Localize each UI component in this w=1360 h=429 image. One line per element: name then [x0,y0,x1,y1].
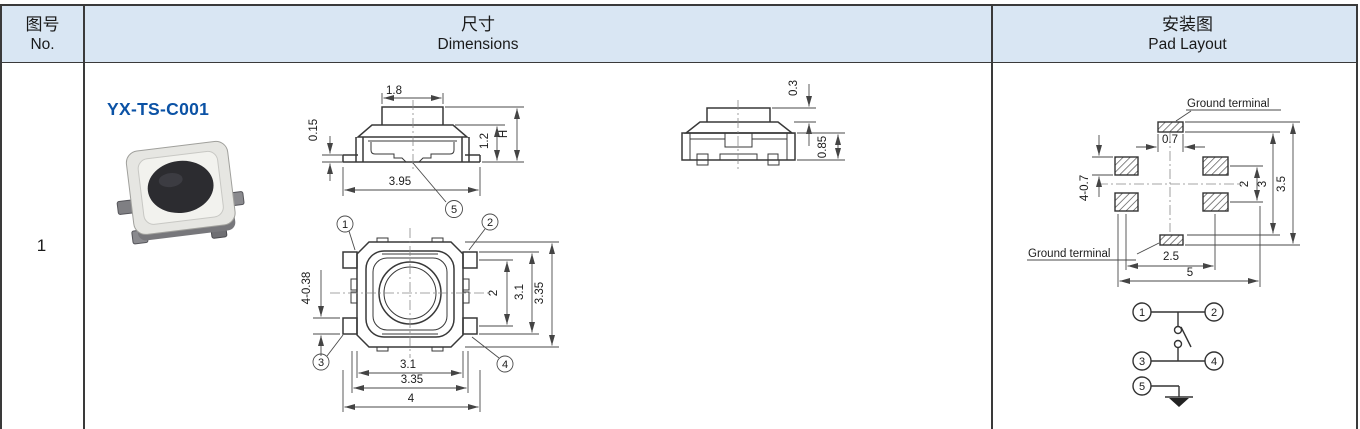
header-pad-layout-en: Pad Layout [1148,36,1227,53]
ground-terminal-top-label: Ground terminal [1187,98,1269,110]
header-pad-layout-zh: 安装图 [1162,15,1213,34]
header-no-en: No. [30,36,55,53]
pad-1 [1114,156,1139,176]
header-cell-dimensions: 尺寸 Dimensions [85,6,991,62]
dim-label: 3 [1257,181,1269,187]
terminal-1-label: 1 [342,219,348,231]
schematic-terminal-3: 3 [1139,356,1145,368]
terminal-2-label: 2 [487,217,493,229]
table-right-border [1356,4,1358,429]
circuit-schematic: 1 2 3 4 5 [1132,302,1224,407]
header-dimensions-zh: 尺寸 [461,15,495,34]
header-bottom-border [0,61,1358,63]
dim-label: 5 [1187,267,1193,279]
dim-label: 1.8 [386,85,402,97]
pad-3 [1114,192,1139,212]
dim-label: 2.5 [1163,251,1179,263]
ground-symbol [1169,398,1189,407]
product-photo [116,140,245,245]
ground-pad-bottom [1159,234,1184,246]
dim-label: 4-0.7 [1079,175,1091,201]
terminal-4-label: 4 [502,359,508,371]
callout-5: 5 [451,204,457,216]
table-top-border [0,4,1358,6]
header-cell-pad-layout: 安装图 Pad Layout [993,6,1356,62]
row-number: 1 [36,236,47,255]
pad-2 [1202,156,1229,176]
dim-label: 0.85 [817,136,829,158]
dim-label: 3.1 [400,359,416,371]
dim-label: 4-0.38 [301,272,313,305]
dim-label: 2 [488,290,500,296]
dim-label: 3.35 [401,374,423,386]
dim-label: 0.3 [788,80,800,96]
dim-label: 1.2 [479,133,491,149]
schematic-terminal-5: 5 [1139,381,1145,393]
col-divider-2 [991,4,993,429]
dim-label: 0.7 [1162,134,1178,146]
pad-4 [1202,192,1229,212]
ground-pad-top [1157,121,1184,133]
top-view: 1 2 3 4 4-0.38 2 3.1 3.35 [301,213,559,412]
header-cell-no: 图号 No. [2,6,83,62]
dim-label: 0.15 [308,119,320,141]
schematic-terminal-2: 2 [1211,307,1217,319]
schematic-terminal-4: 4 [1211,356,1217,368]
dim-label: 3.1 [514,284,526,300]
part-number: YX-TS-C001 [107,99,210,119]
schematic-terminal-1: 1 [1139,307,1145,319]
dim-label: 3.5 [1276,176,1288,192]
dimensions-drawing: 1.8 0.15 1.2 H 3.95 5 [116,80,845,412]
header-dimensions-en: Dimensions [437,36,519,53]
side-view: 0.3 0.85 [681,80,845,172]
dim-label: H [498,130,510,138]
dim-label: 3.95 [389,176,411,188]
pad-layout: Ground terminal Ground terminal 0.7 4-0.… [1027,98,1300,287]
col-divider-1 [83,4,85,429]
dim-label: 2 [1239,181,1251,187]
pad-layout-drawing: Ground terminal Ground terminal 0.7 4-0.… [1027,98,1300,407]
ground-terminal-bottom-label: Ground terminal [1028,248,1110,260]
dim-label: 4 [408,393,415,405]
table-left-border [0,4,2,429]
terminal-3-label: 3 [318,357,324,369]
header-no-zh: 图号 [25,15,60,34]
dim-label: 3.35 [534,282,546,304]
front-view: 1.8 0.15 1.2 H 3.95 5 [308,85,524,218]
